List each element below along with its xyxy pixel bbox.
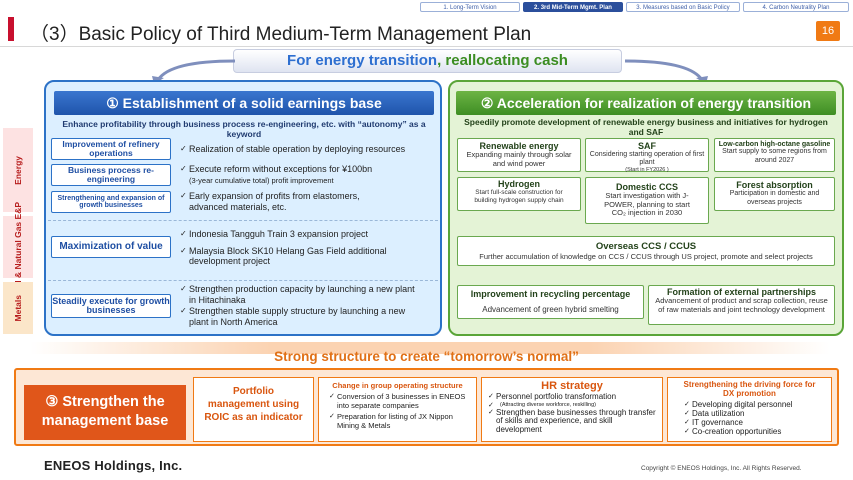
policy2-subheading: Speedily promote development of renewabl… (464, 117, 828, 137)
divider (48, 280, 438, 281)
sidebar-oil-gas: Oil & Natural Gas E&P (3, 202, 33, 292)
tab-carbon-neutrality[interactable]: 4. Carbon Neutrality Plan (743, 2, 849, 12)
bullet: Strengthen base businesses through trans… (488, 408, 658, 435)
box-lowcarbon: Low-carbon high-octane gasoline Start su… (714, 138, 835, 172)
bullet: Malaysia Block SK10 Helang Gas Field add… (180, 246, 420, 267)
bullet: Realization of stable operation by deplo… (180, 144, 438, 155)
tab-measures[interactable]: 3. Measures based on Basic Policy (626, 2, 740, 12)
page-title: （3）Basic Policy of Third Medium-Term Man… (30, 24, 532, 45)
bullets-metals-growth: Strengthen production capacity by launch… (180, 284, 418, 327)
title-divider (0, 46, 853, 47)
divider (48, 220, 438, 221)
banner-part2: , reallocating cash (437, 52, 568, 69)
box-hr: HR strategy Personnel portfolio transfor… (481, 377, 663, 442)
box-forest: Forest absorption Participation in domes… (714, 177, 835, 211)
strong-structure-text: Strong structure to create “tomorrow’s n… (274, 349, 579, 364)
sidebar-energy: Energy (3, 128, 33, 212)
label-bpr: Business process re-engineering (51, 164, 171, 186)
copyright: Copyright © ENEOS Holdings, Inc. All Rig… (641, 465, 802, 472)
box-partnerships: Formation of external partnerships Advan… (648, 285, 835, 325)
bullet: Early expansion of profits from elastome… (180, 191, 380, 212)
hr-note: (Attracting diverse workforce, reskillin… (488, 402, 658, 409)
bullet: Personnel portfolio transformation (488, 392, 658, 402)
bullets-growth-expansion: Early expansion of profits from elastome… (180, 191, 380, 212)
policy3-heading: ③ Strengthen the management base (24, 385, 186, 440)
box-domestic-ccs: Domestic CCS Start investigation with J-… (585, 177, 709, 224)
bullet: Strengthen production capacity by launch… (180, 284, 418, 305)
box-portfolio: Portfolio management using ROIC as an in… (193, 377, 314, 442)
title-accent-bar (8, 17, 14, 41)
banner: For energy transition, reallocating cash (233, 49, 622, 73)
bullet: Indonesia Tangguh Train 3 expansion proj… (180, 229, 420, 240)
bullet: Data utilization (684, 409, 827, 418)
bullet: Co-creation opportunities (684, 427, 827, 436)
box-overseas-ccs: Overseas CCS / CCUS Further accumulation… (457, 236, 835, 266)
bullets-maximization: Indonesia Tangguh Train 3 expansion proj… (180, 229, 420, 267)
bullet: Preparation for listing of JX Nippon Min… (329, 412, 470, 430)
bpr-note: (3-year cumulative total) profit improve… (189, 176, 334, 185)
bullet: Conversion of 3 businesses in ENEOS into… (329, 392, 470, 410)
bullets-refinery: Realization of stable operation by deplo… (180, 144, 438, 155)
policy2-heading: ② Acceleration for realization of energy… (456, 91, 836, 115)
sidebar-metals: Metals (3, 282, 33, 334)
label-refinery: Improvement of refinery operations (51, 138, 171, 160)
box-dx: Strengthening the driving force for DX p… (667, 377, 832, 442)
structure-band (30, 342, 830, 354)
bullet: Execute reform without exceptions for ¥1… (180, 164, 438, 175)
box-hydrogen: Hydrogen Start full-scale construction f… (457, 177, 581, 211)
company-logo: ENEOS Holdings, Inc. (44, 458, 183, 473)
bullet: IT governance (684, 418, 827, 427)
box-recycling: Improvement in recycling percentage Adva… (457, 285, 644, 319)
policy1-heading: ① Establishment of a solid earnings base (54, 91, 434, 115)
policy1-subheading: Enhance profitability through business p… (62, 119, 426, 139)
label-maximization: Maximization of value (51, 236, 171, 258)
box-renewable: Renewable energy Expanding mainly throug… (457, 138, 581, 172)
page-number: 16 (816, 21, 840, 41)
tab-long-term-vision[interactable]: 1. Long-Term Vision (420, 2, 520, 12)
label-metals-growth: Steadily execute for growth businesses (51, 294, 171, 318)
banner-part1: For energy transition (287, 52, 438, 69)
bullet: Strengthen stable supply structure by la… (180, 306, 418, 327)
bullet: Developing digital personnel (684, 400, 827, 409)
bullets-bpr: Execute reform without exceptions for ¥1… (180, 164, 438, 175)
box-group-ops: Change in group operating structure Conv… (318, 377, 477, 442)
tab-mid-term-plan[interactable]: 2. 3rd Mid-Term Mgmt. Plan (523, 2, 623, 12)
box-saf: SAF Considering starting operation of fi… (585, 138, 709, 173)
label-growth-expansion: Strengthening and expansion of growth bu… (51, 191, 171, 213)
